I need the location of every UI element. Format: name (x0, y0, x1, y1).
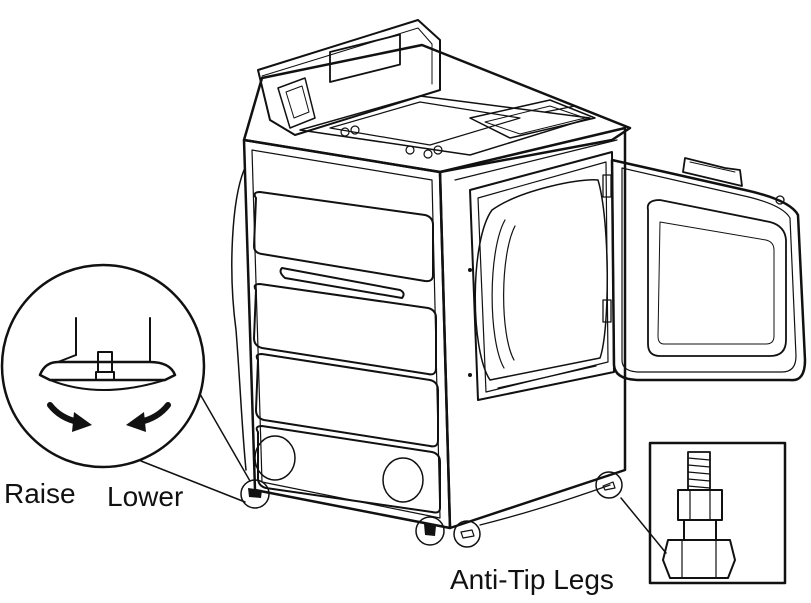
display-panel (330, 35, 400, 82)
drum (475, 180, 607, 380)
dryer-cabinet (232, 45, 630, 528)
door-window (648, 200, 786, 356)
anti-tip-legs-label: Anti-Tip Legs (450, 564, 614, 595)
top-lid (300, 96, 600, 158)
anti-tip-leg-inset (621, 443, 785, 583)
lower-label: Lower (107, 481, 184, 512)
dryer-opening (468, 152, 614, 400)
raise-label: Raise (4, 478, 76, 509)
side-panels (254, 192, 440, 513)
raise-arrow-icon (50, 405, 92, 432)
floor-edge (480, 485, 610, 525)
dryer-door (612, 158, 805, 380)
door-handle (683, 158, 742, 186)
leveling-leg-left (241, 480, 269, 508)
leveling-leg-inset (2, 265, 250, 502)
anti-tip-leg-front (454, 521, 480, 547)
lower-arrow-icon (126, 405, 168, 432)
leveling-leg-front (416, 517, 444, 545)
control-console (258, 0, 440, 135)
anti-tip-leg-rear (596, 472, 622, 498)
